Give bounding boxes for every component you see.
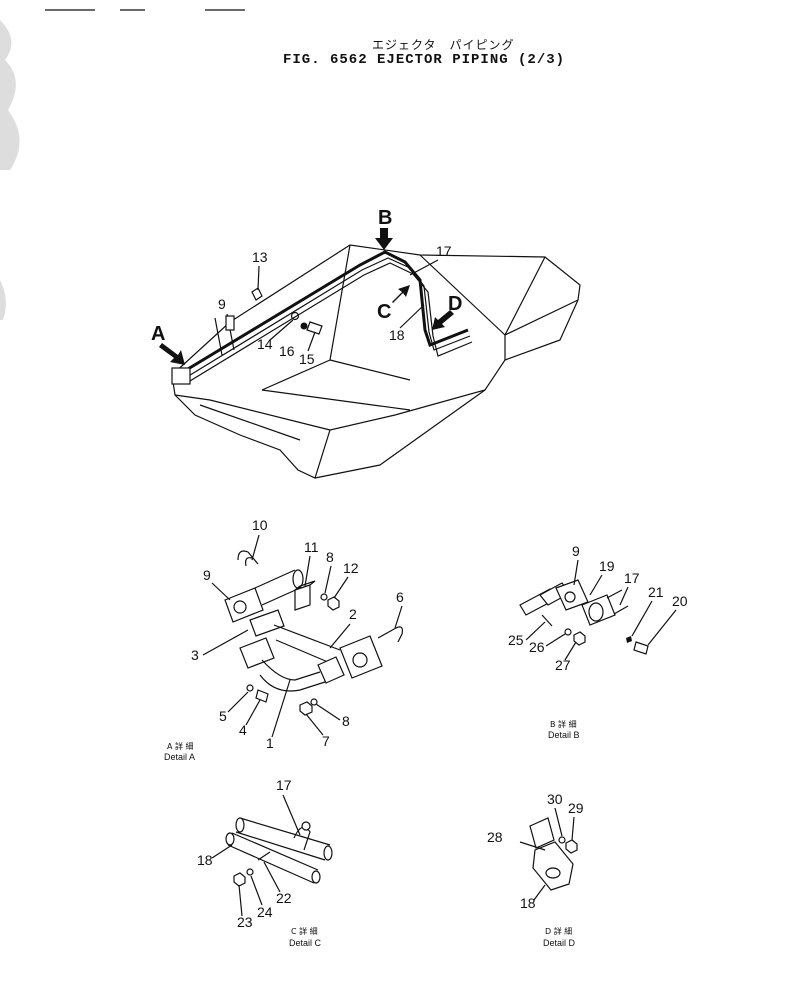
callout-a-8b: 8 (342, 713, 350, 729)
callout-c-22: 22 (276, 890, 292, 906)
main-callouts: 13 9 17 14 16 15 18 (218, 243, 452, 367)
callout-16: 16 (279, 343, 295, 359)
callout-13: 13 (252, 249, 268, 265)
callout-c-24: 24 (257, 904, 273, 920)
callout-14: 14 (257, 336, 273, 352)
ejector-pipes (171, 250, 473, 385)
callout-a-9: 9 (203, 567, 211, 583)
callout-a-1: 1 (266, 735, 274, 751)
scan-marks (0, 9, 245, 320)
detail-b-drawing (519, 579, 649, 655)
callout-15: 15 (299, 351, 315, 367)
view-arrows: A B C D (151, 207, 462, 365)
detail-c-caption: Detail C (289, 938, 322, 948)
detail-a-drawing (224, 550, 403, 716)
detail-d-caption: Detail D (543, 938, 576, 948)
callout-b-9: 9 (572, 543, 580, 559)
arrow-label-c: C (377, 301, 391, 323)
detail-c-drawing (225, 817, 333, 887)
callout-a-6: 6 (396, 589, 404, 605)
callout-a-3: 3 (191, 647, 199, 663)
detail-b-caption: Detail B (548, 730, 580, 740)
callout-b-20: 20 (672, 593, 688, 609)
detail-a-callouts: 10 11 8 12 9 6 2 3 5 4 1 8 7 A (164, 517, 404, 762)
callout-d-18: 18 (520, 895, 536, 911)
callout-d-29: 29 (568, 800, 584, 816)
callout-b-27: 27 (555, 657, 571, 673)
callout-b-17: 17 (624, 570, 640, 586)
arrow-label-b: B (378, 207, 392, 229)
detail-d-callouts: 30 29 28 18 D 詳 細 Detail D (487, 791, 584, 948)
callout-d-28: 28 (487, 829, 503, 845)
detail-d-drawing (519, 817, 578, 891)
callout-a-7: 7 (322, 733, 330, 749)
title-japanese: エジェクタ パイピング (372, 38, 515, 52)
detail-a-caption: Detail A (164, 752, 195, 762)
detail-c-callouts: 17 18 22 23 24 C 詳 細 Detail C (197, 777, 322, 948)
callout-b-26: 26 (529, 639, 545, 655)
arrow-label-d: D (448, 293, 462, 315)
callout-c-17: 17 (276, 777, 292, 793)
callout-9: 9 (218, 296, 226, 312)
detail-b-caption-jp: B 詳 細 (550, 719, 577, 729)
figure-title: FIG. 6562 EJECTOR PIPING (2/3) (283, 52, 566, 68)
callout-a-12: 12 (343, 560, 359, 576)
callout-a-2: 2 (349, 606, 357, 622)
callout-b-21: 21 (648, 584, 664, 600)
callout-c-18: 18 (197, 852, 213, 868)
detail-b-callouts: 9 19 17 21 20 25 26 27 B 詳 細 Detail B (508, 543, 688, 740)
detail-d-caption-jp: D 詳 細 (545, 926, 572, 936)
detail-c-caption-jp: C 詳 細 (291, 926, 318, 936)
callout-a-11: 11 (304, 539, 319, 555)
detail-a-caption-jp: A 詳 細 (167, 741, 194, 751)
callout-18: 18 (389, 327, 405, 343)
callout-a-8: 8 (326, 549, 334, 565)
ejector-body-drawing (171, 244, 581, 479)
callout-d-30: 30 (547, 791, 563, 807)
callout-b-19: 19 (599, 558, 615, 574)
callout-a-5: 5 (219, 708, 227, 724)
callout-b-25: 25 (508, 632, 524, 648)
callout-17: 17 (436, 243, 452, 259)
callout-c-23: 23 (237, 914, 253, 930)
arrow-label-a: A (151, 323, 165, 345)
callout-a-4: 4 (239, 722, 247, 738)
callout-a-10: 10 (252, 517, 268, 533)
